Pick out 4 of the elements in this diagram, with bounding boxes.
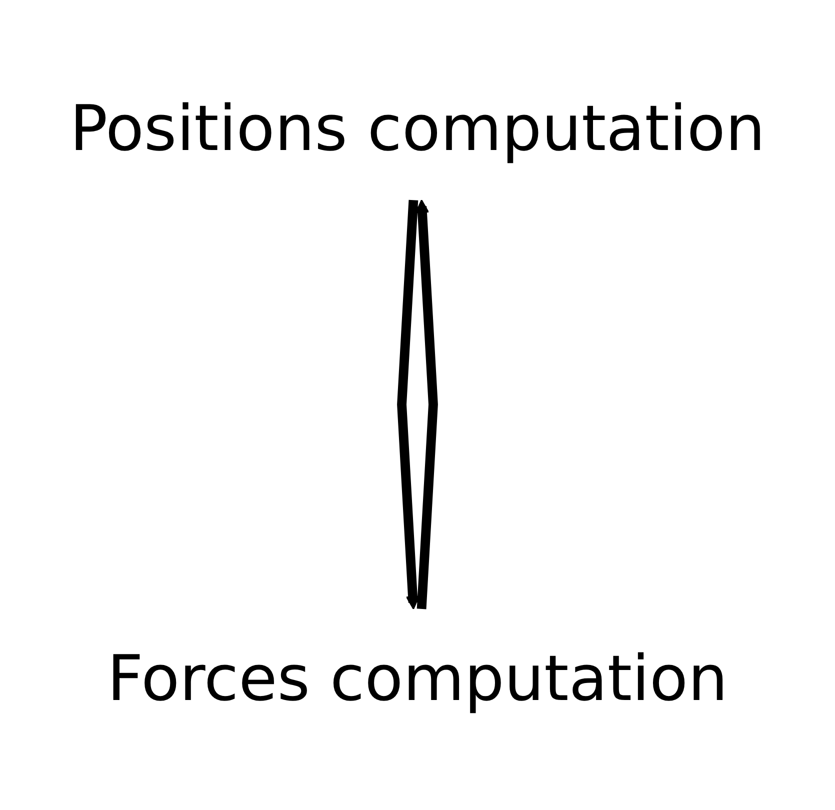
arrow <box>397 200 420 610</box>
node-text: Forces computation <box>107 644 728 716</box>
node-text: Positions computation <box>70 94 766 166</box>
arrow <box>415 200 438 610</box>
